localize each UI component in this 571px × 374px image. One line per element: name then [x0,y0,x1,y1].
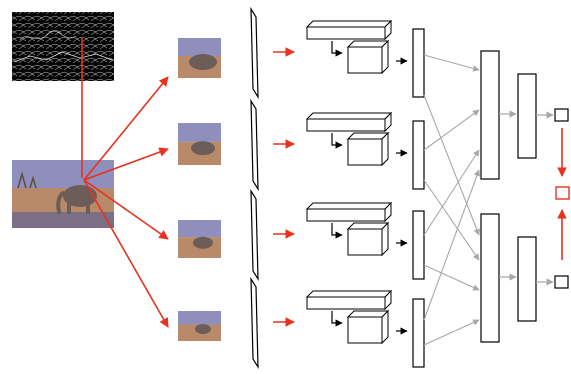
fc-layer-2 [517,236,537,322]
branch-3 [250,188,425,282]
pool-block-top [346,222,390,230]
crop-sky [178,311,221,325]
cross-arrow [423,54,480,72]
head-2 [480,213,569,343]
feature-vector [412,210,425,280]
conv-block-side [384,201,392,223]
fc-layer-1 [480,213,500,343]
branch-4 [250,276,425,370]
bent-connector [331,311,343,327]
pool-block-front [347,46,383,74]
conv-block-front [306,296,386,310]
crop-arrow [83,147,169,181]
cnn-branches [250,6,425,370]
crop-scale-3 [178,220,221,258]
conv-block-front [306,118,386,132]
fusion-heads [480,50,569,343]
cross-connections [423,54,481,346]
branch-1 [250,6,425,100]
crop-elephant [195,324,211,334]
bent-connector [331,133,343,149]
pool-block-side [381,39,389,75]
loss-box [555,186,570,200]
fc-layer-1 [480,50,500,180]
conv-block-side [384,111,392,133]
crop-scale-2 [178,123,221,165]
output-comparison [555,128,570,260]
cross-arrow [423,109,480,151]
crop-elephant [193,236,213,249]
pool-block-front [347,228,383,256]
crop-scale-1 [178,38,221,78]
conv-block-top [305,290,393,298]
output-node [554,108,569,122]
crop-sky [178,220,221,238]
crop-sky [178,123,221,142]
input-plane [250,276,259,370]
crop-arrows [83,76,169,328]
cross-arrow [423,94,480,236]
input-plane [250,6,259,100]
output-node [554,275,569,289]
pool-block-side [381,221,389,257]
cross-arrow [423,149,480,236]
crop-arrow [83,179,169,240]
cross-arrow [423,179,480,261]
elephant-photo [12,160,114,228]
conv-block-top [305,202,393,210]
pool-block-side [381,309,389,345]
input-plane [250,98,259,192]
crop-scale-4 [178,311,221,341]
conv-block-front [306,208,386,222]
feature-vector [412,120,425,190]
crop-sky [178,38,221,56]
conv-block-top [305,20,393,28]
pool-block-top [346,132,390,140]
crop-arrow [83,179,169,328]
head-1 [480,50,569,180]
feature-vector [412,298,425,368]
edge-map-image [12,12,114,81]
crop-arrow [83,76,169,181]
bent-connector [331,41,343,57]
conv-block-top [305,112,393,120]
conv-block-front [306,26,386,40]
crop-elephant [191,141,215,156]
branch-2 [250,98,425,192]
bent-connector [331,223,343,239]
pool-block-top [346,310,390,318]
fc-layer-2 [517,73,537,159]
conv-block-side [384,289,392,311]
cross-arrow [423,319,480,346]
input-plane [250,188,259,282]
pool-block-front [347,316,383,344]
feature-vector [412,28,425,98]
conv-block-side [384,19,392,41]
cross-arrow [423,169,481,321]
pool-block-side [381,131,389,167]
cross-arrow [423,264,480,291]
pool-block-front [347,138,383,166]
pool-block-top [346,40,390,48]
crop-images [178,38,221,341]
crop-elephant [189,54,217,70]
